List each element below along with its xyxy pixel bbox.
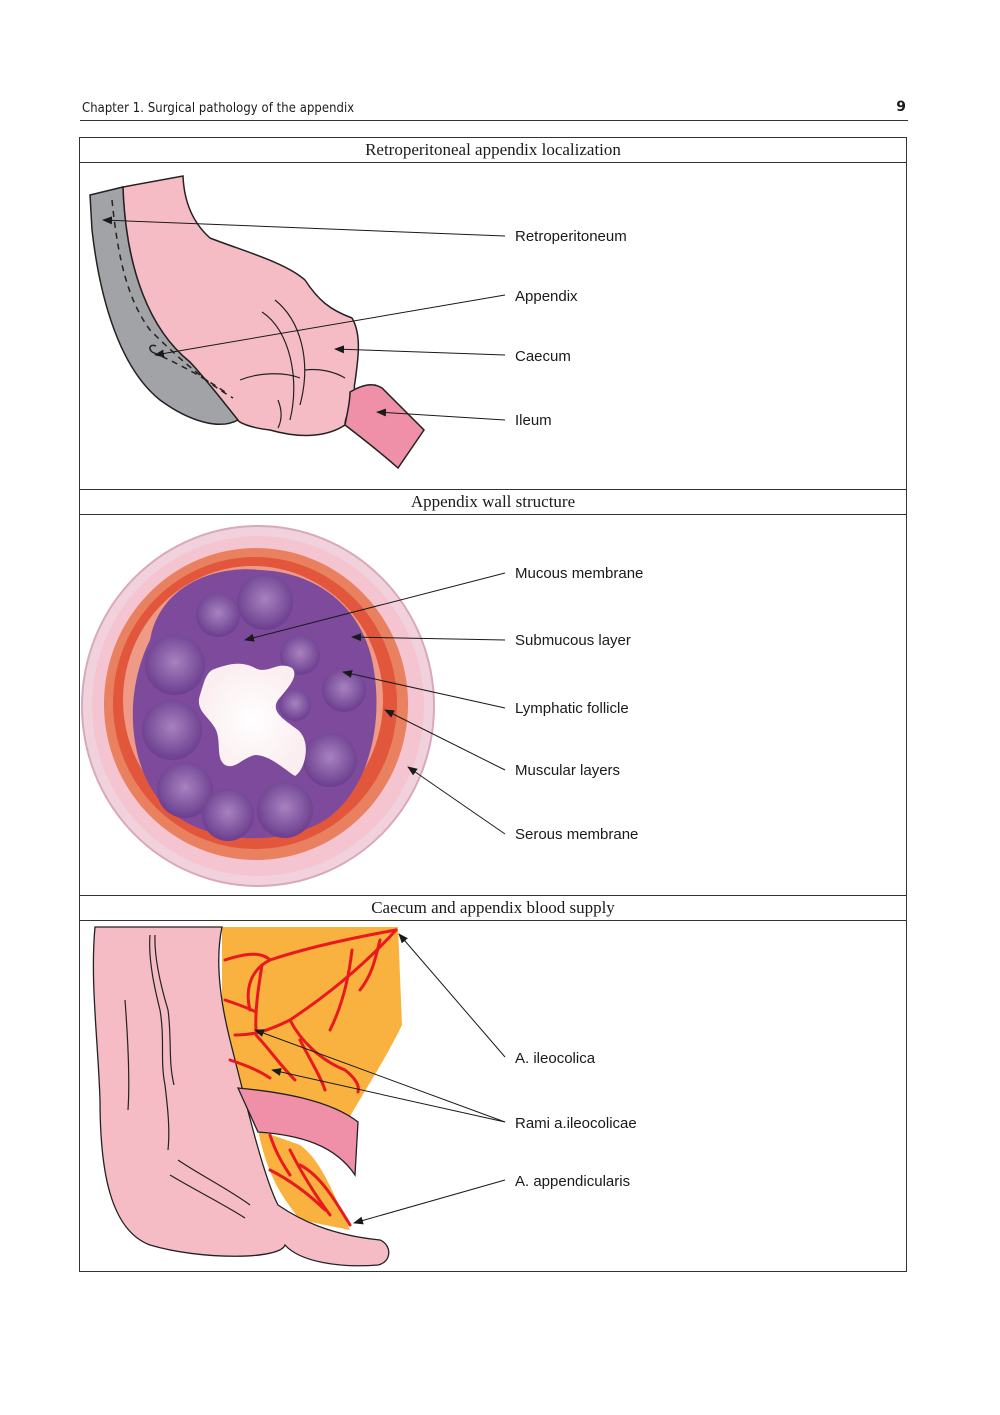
ileum-shape — [344, 384, 425, 470]
label-mucous-membrane: Mucous membrane — [515, 565, 643, 582]
divider — [79, 162, 907, 163]
chapter-title: Chapter 1. Surgical pathology of the app… — [82, 100, 355, 116]
panel-title-wall-structure: Appendix wall structure — [410, 492, 576, 511]
ileum-loop — [236, 1087, 359, 1177]
divider — [79, 489, 907, 490]
retroperitoneal-diagram: Retroperitoneum Appendix Caecum Ileum — [89, 175, 627, 470]
divider — [79, 895, 907, 896]
figure-frame — [79, 137, 907, 1272]
label-submucous-layer: Submucous layer — [515, 632, 631, 649]
appendix-hidden-outline — [111, 199, 234, 399]
label-a-appendicularis: A. appendicularis — [515, 1173, 630, 1190]
label-ileum: Ileum — [515, 412, 552, 429]
panel-title-localization: Retroperitoneal appendix localization — [365, 140, 621, 159]
wall-cross-section: Mucous membrane Submucous layer Lymphati… — [81, 525, 643, 887]
label-muscular-layers: Muscular layers — [515, 762, 620, 779]
lumen — [198, 663, 306, 776]
running-head: Chapter 1. Surgical pathology of the app… — [80, 98, 908, 121]
label-retroperitoneum: Retroperitoneum — [515, 228, 627, 245]
page-number: 9 — [896, 99, 906, 115]
lymphatic-follicle — [145, 635, 205, 695]
mesoappendix-shape — [258, 1130, 350, 1230]
label-lymphatic-follicle: Lymphatic follicle — [515, 700, 629, 717]
label-caecum: Caecum — [515, 348, 571, 365]
label-serous-membrane: Serous membrane — [515, 826, 638, 843]
divider — [79, 920, 907, 921]
label-rami-ileocolicae: Rami a.ileocolicae — [515, 1115, 637, 1132]
label-appendix: Appendix — [515, 288, 578, 305]
label-a-ileocolica: A. ileocolica — [515, 1050, 596, 1067]
panel-title-blood-supply: Caecum and appendix blood supply — [371, 898, 615, 917]
blood-supply-diagram: A. ileocolica Rami a.ileocolicae A. appe… — [92, 926, 637, 1267]
divider — [79, 514, 907, 515]
